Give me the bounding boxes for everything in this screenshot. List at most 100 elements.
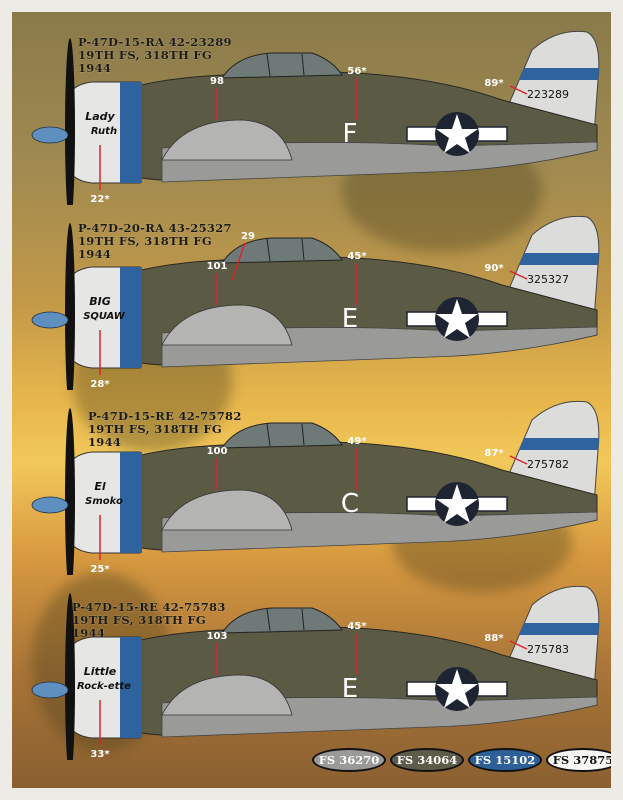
aircraft-unit: 19TH FS, 318TH FG bbox=[78, 48, 213, 62]
cowl-blue-band bbox=[120, 82, 142, 183]
canopy-frame bbox=[266, 53, 271, 77]
canopy bbox=[221, 237, 343, 264]
color-chip: FS 36270 bbox=[312, 748, 386, 772]
propeller-blade bbox=[65, 593, 75, 760]
aircraft-profile: P-47D-15-RE 42-75782 19TH FS, 318TH FG 1… bbox=[12, 390, 611, 575]
callout-label: 49* bbox=[347, 436, 367, 447]
callout-label: 88* bbox=[484, 633, 504, 644]
aircraft-profile: P-47D-15-RE 42-75783 19TH FS, 318TH FG 1… bbox=[12, 575, 611, 760]
canopy-frame bbox=[301, 238, 305, 261]
cowl-blue-band bbox=[120, 637, 142, 738]
callout-label: 56* bbox=[347, 66, 367, 77]
propeller-blade bbox=[65, 38, 75, 205]
nose-art: SQUAW bbox=[83, 311, 126, 322]
propeller-spinner bbox=[31, 496, 69, 514]
tail-serial: 223289 bbox=[527, 88, 569, 101]
callout-label: 45* bbox=[347, 621, 367, 632]
propeller-spinner bbox=[31, 311, 69, 329]
callout-label: 28* bbox=[90, 379, 110, 390]
color-chip: FS 15102 bbox=[468, 748, 542, 772]
propeller-spinner bbox=[31, 681, 69, 699]
code-letter: E bbox=[342, 674, 358, 704]
code-letter: E bbox=[342, 304, 358, 334]
propeller-blade bbox=[65, 223, 75, 390]
tail-serial: 275783 bbox=[527, 643, 569, 656]
callout-label: 103 bbox=[207, 631, 228, 642]
canopy-frame bbox=[301, 423, 305, 446]
nose-art: Lady bbox=[85, 110, 115, 123]
wing-root bbox=[161, 304, 293, 346]
nose-art: BIG bbox=[89, 295, 111, 308]
callout-label: 29 bbox=[241, 231, 255, 242]
canopy-frame bbox=[266, 608, 271, 632]
aircraft-model-serial: P-47D-15-RA 42-23289 bbox=[78, 35, 232, 49]
aircraft-year: 1944 bbox=[72, 626, 106, 640]
callout-lines bbox=[99, 242, 528, 375]
callout-label: 22* bbox=[90, 194, 110, 205]
nose-art: Little bbox=[84, 665, 117, 678]
tail-serial: 325327 bbox=[527, 273, 569, 286]
aircraft-model-serial: P-47D-20-RA 43-25327 bbox=[78, 221, 232, 235]
aircraft-drawing: El Smoko C 275782 100 49* 87* 25* bbox=[31, 400, 600, 575]
code-letter: C bbox=[341, 489, 359, 519]
callout-label: 89* bbox=[484, 78, 504, 89]
canopy-frame bbox=[266, 238, 271, 262]
callout-label: 101 bbox=[207, 261, 228, 272]
canopy bbox=[221, 422, 343, 449]
aircraft-title: P-47D-20-RA 43-25327 19TH FS, 318TH FG 1… bbox=[78, 222, 232, 261]
code-letter: F bbox=[343, 119, 358, 149]
canopy bbox=[221, 52, 343, 79]
aircraft-year: 1944 bbox=[78, 247, 112, 261]
aircraft-year: 1944 bbox=[88, 435, 122, 449]
aircraft-profile: P-47D-15-RA 42-23289 19TH FS, 318TH FG 1… bbox=[12, 20, 611, 205]
aircraft-title: P-47D-15-RE 42-75783 19TH FS, 318TH FG 1… bbox=[72, 601, 226, 640]
national-insignia bbox=[406, 112, 508, 156]
wing-root bbox=[161, 489, 293, 531]
canopy-frame bbox=[301, 53, 305, 76]
decal-sheet: P-47D-15-RA 42-23289 19TH FS, 318TH FG 1… bbox=[12, 12, 611, 788]
aircraft-drawing: Little Rock-ette E 275783 103 45* 88* 33… bbox=[31, 585, 600, 760]
cowl-blue-band bbox=[120, 452, 142, 553]
callout-label: 87* bbox=[484, 448, 504, 459]
callout-lines bbox=[99, 633, 528, 745]
callout-lines bbox=[99, 78, 528, 190]
tail-blue-band bbox=[519, 253, 599, 265]
aircraft-drawing: Lady Ruth F 223289 98 56* 89* 22* bbox=[31, 30, 600, 205]
callout-label: 100 bbox=[207, 446, 228, 457]
callout-label: 25* bbox=[90, 564, 110, 575]
aircraft-unit: 19TH FS, 318TH FG bbox=[88, 422, 223, 436]
propeller-spinner bbox=[31, 126, 69, 144]
aircraft-model-serial: P-47D-15-RE 42-75782 bbox=[88, 409, 242, 423]
tail-blue-band bbox=[519, 438, 599, 450]
aircraft-title: P-47D-15-RE 42-75782 19TH FS, 318TH FG 1… bbox=[88, 410, 242, 449]
canopy bbox=[221, 607, 343, 634]
aircraft-unit: 19TH FS, 318TH FG bbox=[72, 613, 207, 627]
nose-art: El bbox=[94, 480, 106, 493]
color-chip: FS 34064 bbox=[390, 748, 464, 772]
canopy-frame bbox=[301, 608, 305, 631]
wing-root bbox=[161, 674, 293, 716]
callout-label: 45* bbox=[347, 251, 367, 262]
aircraft-title: P-47D-15-RA 42-23289 19TH FS, 318TH FG 1… bbox=[78, 36, 232, 75]
national-insignia bbox=[406, 297, 508, 341]
tail-serial: 275782 bbox=[527, 458, 569, 471]
nose-art: Rock-ette bbox=[77, 681, 131, 692]
fs-color-chips: FS 36270 FS 34064 FS 15102 FS 37875 bbox=[312, 748, 611, 772]
callout-label: 33* bbox=[90, 749, 110, 760]
propeller-blade bbox=[65, 408, 75, 575]
callout-lines bbox=[99, 448, 528, 560]
national-insignia bbox=[406, 667, 508, 711]
callout-label: 90* bbox=[484, 263, 504, 274]
aircraft-year: 1944 bbox=[78, 61, 112, 75]
nose-art: Ruth bbox=[91, 126, 117, 137]
cowl-blue-band bbox=[120, 267, 142, 368]
tail-blue-band bbox=[519, 623, 599, 635]
aircraft-drawing: BIG SQUAW E 325327 101 45* 90* 28* 29 bbox=[31, 215, 600, 390]
canopy-frame bbox=[266, 423, 271, 447]
tail-blue-band bbox=[519, 68, 599, 80]
color-chip: FS 37875 bbox=[546, 748, 611, 772]
aircraft-model-serial: P-47D-15-RE 42-75783 bbox=[72, 600, 226, 614]
callout-label: 98 bbox=[210, 76, 224, 87]
wing-root bbox=[161, 119, 293, 161]
aircraft-profile: P-47D-20-RA 43-25327 19TH FS, 318TH FG 1… bbox=[12, 205, 611, 390]
